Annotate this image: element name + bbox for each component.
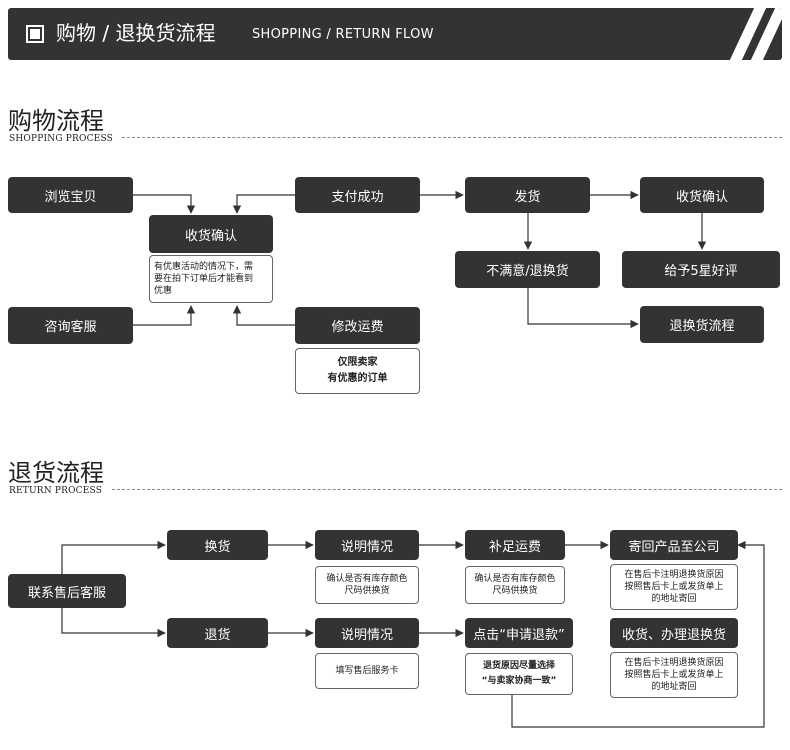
modify-shipping-box: 修改运费 xyxy=(295,307,420,344)
confirm-receipt-box: 收货确认 xyxy=(149,215,273,253)
explain-box: 说明情况 xyxy=(315,618,419,648)
ship-box: 发货 xyxy=(465,177,590,213)
page-header: 购物 / 退换货流程 SHOPPING / RETURN FLOW xyxy=(8,8,782,60)
return-section-title: 退货流程 xyxy=(8,459,104,487)
square-icon xyxy=(26,25,44,43)
pay-box: 支付成功 xyxy=(295,177,420,213)
check-stock-note: 确认是否有库存颜色 尺码供换货 xyxy=(465,566,565,604)
exchange-box: 换货 xyxy=(167,530,268,560)
discount-note: 有优惠活动的情况下，需 要在拍下订单后才能看到 优惠 xyxy=(149,255,273,303)
seller-only-note: 仅限卖家 有优惠的订单 xyxy=(295,348,420,394)
contact-service-box: 联系售后客服 xyxy=(8,574,126,608)
apply-refund-box: 点击“申请退款” xyxy=(465,618,573,648)
shopping-section-title: 购物流程 xyxy=(8,107,104,135)
refund-reason-note: 退货原因尽量选择 “与卖家协商一致” xyxy=(465,653,573,695)
unsatisfied-box: 不满意/退换货 xyxy=(455,251,600,288)
divider xyxy=(112,489,782,490)
add-shipping-box: 补足运费 xyxy=(465,530,565,560)
send-back-note: 在售后卡注明退换货原因 按照售后卡上或发货单上 的地址寄回 xyxy=(610,564,738,610)
check-stock-note: 确认是否有库存颜色 尺码供换货 xyxy=(315,566,419,604)
receive-note: 在售后卡注明退换货原因 按照售后卡上或发货单上 的地址寄回 xyxy=(610,652,738,698)
browse-box: 浏览宝贝 xyxy=(8,177,133,213)
good-review-box: 给予5星好评 xyxy=(622,251,780,288)
send-back-box: 寄回产品至公司 xyxy=(610,530,738,560)
divider xyxy=(122,137,782,138)
explain-box: 说明情况 xyxy=(315,530,419,560)
page-subtitle: SHOPPING / RETURN FLOW xyxy=(252,27,434,42)
fill-card-note: 填写售后服务卡 xyxy=(315,653,419,689)
consult-box: 咨询客服 xyxy=(8,307,133,344)
shopping-section-subtitle: SHOPPING PROCESS xyxy=(9,134,114,144)
page-title: 购物 / 退换货流程 xyxy=(56,21,216,45)
return-section-subtitle: RETURN PROCESS xyxy=(9,486,103,496)
return-flow-box: 退换货流程 xyxy=(640,306,764,343)
refund-box: 退货 xyxy=(167,618,268,648)
receive-process-box: 收货、办理退换货 xyxy=(610,618,738,648)
confirm-receipt-box: 收货确认 xyxy=(640,177,764,213)
